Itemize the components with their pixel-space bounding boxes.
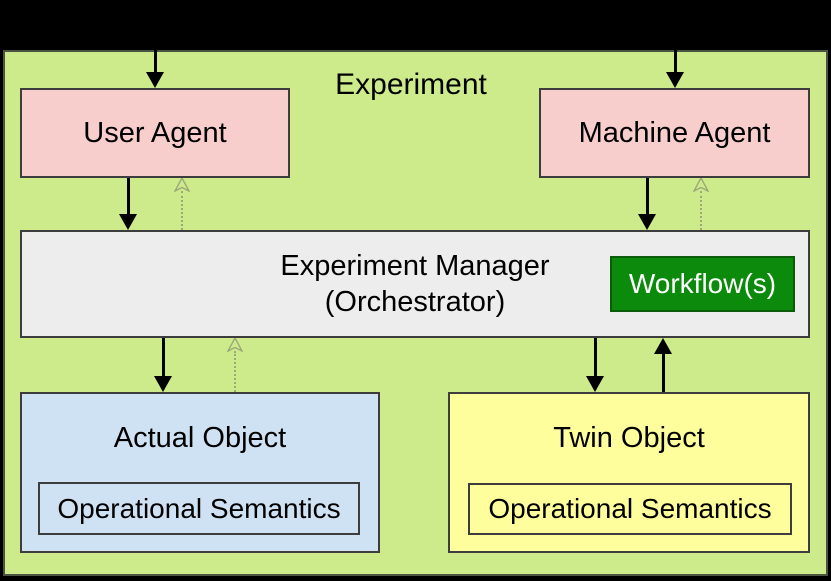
arrow-line (181, 191, 183, 230)
arrow-head (227, 338, 243, 352)
actual-operational-semantics-label: Operational Semantics (57, 492, 341, 524)
machine-agent-label: Machine Agent (578, 116, 771, 149)
arrow-line (700, 191, 702, 230)
arrow-machine-agent-to-manager (638, 178, 656, 230)
arrow-head (174, 178, 190, 192)
user-agent-box[interactable]: User Agent (20, 88, 290, 178)
actual-operational-semantics-box[interactable]: Operational Semantics (38, 482, 360, 535)
arrow-manager-to-twin-object (586, 338, 604, 392)
arrow-line (645, 178, 649, 224)
experiment-manager-box[interactable]: Experiment Manager (Orchestrator) (20, 230, 810, 338)
twin-operational-semantics-box[interactable]: Operational Semantics (468, 483, 792, 535)
arrow-head (693, 178, 709, 192)
arrow-head (586, 376, 604, 392)
arrow-line (234, 351, 236, 392)
experiment-title: Experiment (335, 68, 487, 101)
arrow-manager-to-user-agent-dotted (174, 178, 190, 230)
twin-object-label: Twin Object (553, 421, 705, 454)
twin-object-box[interactable]: Twin Object Operational Semantics (448, 392, 810, 553)
workflow-box[interactable]: Workflow(s) (610, 256, 795, 312)
arrow-user-agent-to-manager (119, 178, 137, 230)
arrow-line (593, 338, 597, 386)
arrow-manager-to-actual-object (154, 338, 172, 392)
arrow-line (661, 344, 665, 392)
arrow-external-to-user-agent (146, 50, 164, 88)
experiment-manager-label-line2: (Orchestrator) (324, 286, 506, 318)
arrow-head (154, 376, 172, 392)
user-agent-label: User Agent (83, 116, 227, 149)
arrow-external-to-machine-agent (666, 50, 684, 88)
machine-agent-box[interactable]: Machine Agent (539, 88, 810, 178)
experiment-manager-label-line1: Experiment Manager (280, 250, 550, 282)
arrow-head (666, 72, 684, 88)
actual-object-box[interactable]: Actual Object Operational Semantics (20, 392, 380, 553)
actual-object-label: Actual Object (113, 421, 287, 454)
arrow-manager-to-machine-agent-dotted (693, 178, 709, 230)
arrow-twin-object-to-manager (654, 338, 672, 392)
arrow-head (638, 214, 656, 230)
arrow-line (126, 178, 130, 224)
arrow-head (119, 214, 137, 230)
arrow-line (673, 50, 677, 82)
arrow-head (654, 338, 672, 354)
workflow-label: Workflow(s) (628, 268, 777, 299)
arrow-head (146, 72, 164, 88)
arrow-line (161, 338, 165, 386)
arrow-actual-object-to-manager-dotted (227, 338, 243, 392)
twin-operational-semantics-label: Operational Semantics (488, 493, 772, 524)
arrow-line (153, 50, 157, 82)
